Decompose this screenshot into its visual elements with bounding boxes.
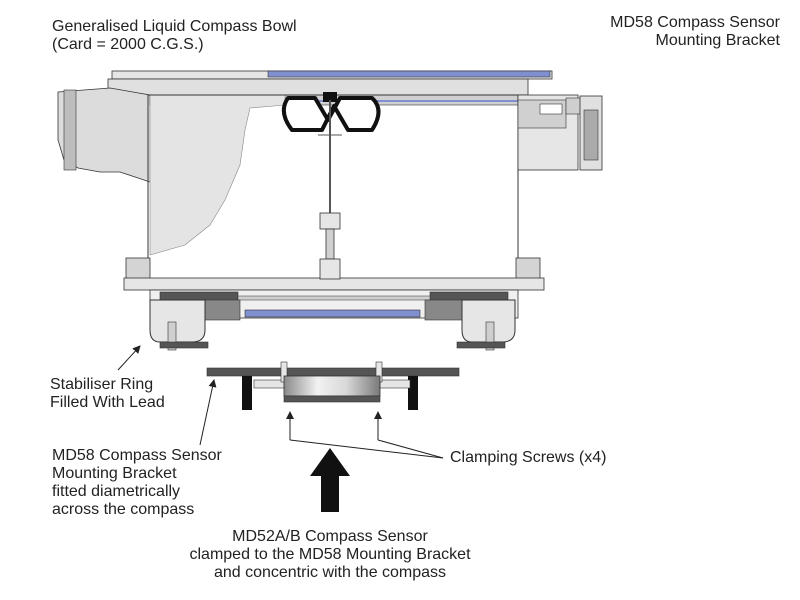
label-bracket-fitted-line1: MD58 Compass Sensor: [52, 447, 222, 464]
screws-leader-arrows: [286, 411, 444, 459]
label-compass-sensor: MD52A/B Compass Sensor clamped to the MD…: [170, 528, 490, 582]
label-compass-sensor-line2: clamped to the MD58 Mounting Bracket: [189, 546, 471, 563]
label-clamping-screws-line1: Clamping Screws (x4): [450, 449, 607, 466]
label-stabiliser-ring: Stabiliser Ring Filled With Lead: [50, 376, 165, 412]
bowl-right-side: [517, 94, 603, 171]
label-stabiliser-line2: Filled With Lead: [50, 394, 165, 411]
stabiliser-ring: [149, 299, 516, 351]
label-compass-sensor-line1: MD52A/B Compass Sensor: [232, 528, 428, 545]
bowl-left-side: [57, 87, 286, 256]
label-compass-bowl-line2: (Card = 2000 C.G.S.): [52, 36, 204, 53]
label-bracket-fitted: MD58 Compass Sensor Mounting Bracket fit…: [52, 447, 222, 519]
md52-compass-sensor: [283, 375, 381, 403]
sensor-big-arrow: [310, 448, 350, 512]
bowl-top-cover: [107, 70, 553, 106]
compass-card: [281, 92, 381, 280]
stabiliser-leader-arrow: [117, 345, 141, 371]
label-bracket-top-line2: Mounting Bracket: [655, 32, 780, 49]
label-stabiliser-line1: Stabiliser Ring: [50, 376, 154, 393]
label-bracket-fitted-line3: fitted diametrically: [52, 483, 181, 500]
label-bracket-fitted-line2: Mounting Bracket: [52, 465, 177, 482]
label-compass-bowl-line1: Generalised Liquid Compass Bowl: [52, 18, 297, 35]
label-clamping-screws: Clamping Screws (x4): [450, 449, 606, 467]
bowl-body: [123, 94, 545, 291]
label-compass-bowl: Generalised Liquid Compass Bowl (Card = …: [52, 18, 297, 54]
bracket-leader-arrow: [199, 379, 217, 446]
label-bracket-top-line1: MD58 Compass Sensor: [610, 14, 780, 31]
label-bracket-top: MD58 Compass Sensor Mounting Bracket: [610, 14, 780, 50]
label-compass-sensor-line3: and concentric with the compass: [213, 564, 447, 581]
label-bracket-fitted-line4: across the compass: [52, 501, 195, 518]
